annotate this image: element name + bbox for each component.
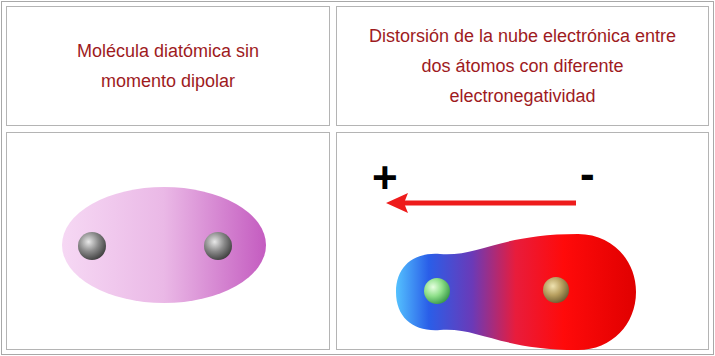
atom xyxy=(424,278,450,304)
negative-sign: - xyxy=(580,152,595,196)
positive-sign: + xyxy=(372,156,398,200)
header-text: Molécula diatómica sin momento dipolar xyxy=(52,36,284,96)
polar-electron-cloud xyxy=(396,234,636,350)
atom xyxy=(78,232,106,260)
electron-cloud xyxy=(62,187,266,303)
image-cell xyxy=(7,133,330,350)
header-text: Distorsión de la nube electrónica entre … xyxy=(364,21,682,111)
header-cell: Distorsión de la nube electrónica entre … xyxy=(336,6,709,126)
atom xyxy=(543,277,569,303)
atom xyxy=(204,232,232,260)
image-cell xyxy=(337,133,709,350)
dipole-arrow xyxy=(386,193,576,213)
header-cell: Molécula diatómica sin momento dipolar xyxy=(6,6,330,126)
